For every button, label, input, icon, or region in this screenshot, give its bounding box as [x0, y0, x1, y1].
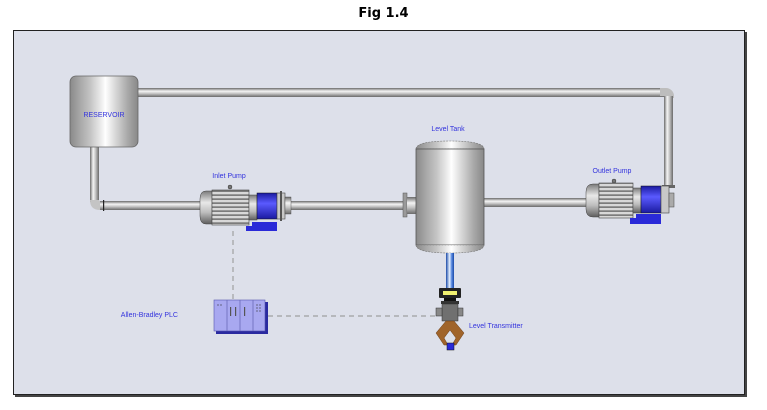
tank-inlet-pipe [291, 192, 416, 218]
inlet-pump-label: Inlet Pump [212, 173, 246, 180]
motor-eyebolt-icon [227, 184, 233, 190]
motor-eyebolt-icon [611, 178, 617, 184]
figure-title: Fig 1.4 [358, 6, 409, 21]
plc-label: Allen-Bradley PLC [121, 312, 178, 319]
level-tank[interactable]: Level Tank [415, 126, 485, 254]
reservoir-label: RESERVOIR [83, 112, 124, 119]
reservoir[interactable]: RESERVOIR [69, 75, 139, 148]
outlet-pump-label: Outlet Pump [593, 168, 632, 175]
tank-outlet-pipe [484, 198, 588, 207]
outlet-pump[interactable]: Outlet Pump [585, 168, 675, 224]
level-transmitter-label: Level Transmitter [469, 323, 523, 330]
level-transmitter[interactable]: Level Transmitter [435, 288, 523, 351]
signal-lines [232, 231, 438, 317]
level-tank-label: Level Tank [431, 126, 465, 133]
inlet-pump[interactable]: Inlet Pump [199, 173, 292, 231]
tank-drain-column [446, 253, 454, 289]
supply-pipe [90, 145, 200, 211]
allen-bradley-plc[interactable]: Allen-Bradley PLC [121, 299, 268, 334]
